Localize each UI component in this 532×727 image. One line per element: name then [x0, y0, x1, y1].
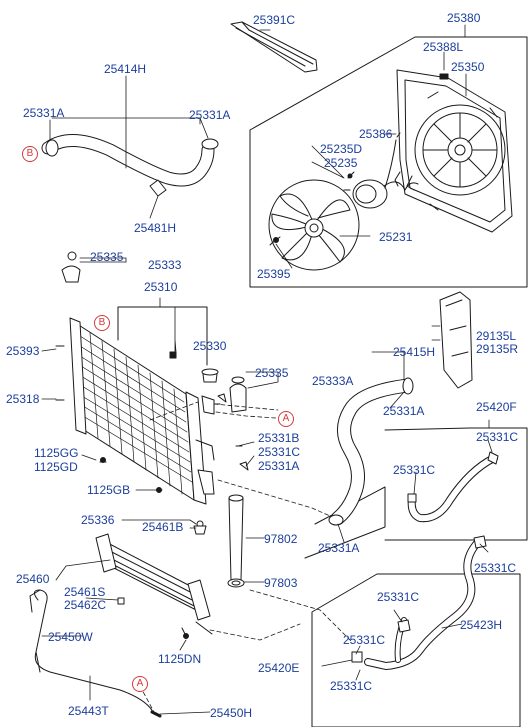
- motor-icon: [269, 132, 419, 246]
- oil-hose-f-part: [407, 451, 499, 523]
- part-label-25350: 25350: [451, 60, 485, 74]
- oil-hose-box-e: [311, 573, 521, 727]
- part-label-25481h: 25481H: [134, 221, 177, 235]
- part-label-25331c-e2: 25331C: [377, 590, 420, 604]
- part-label-25388l: 25388L: [423, 40, 464, 54]
- part-label-25414h: 25414H: [104, 62, 147, 76]
- part-label-25335-mid: 25335: [255, 366, 289, 380]
- part-label-25331c-f1: 25331C: [258, 445, 301, 459]
- reference-dash-lines: [139, 401, 353, 713]
- part-label-1125gd: 1125GD: [34, 460, 78, 474]
- cooler-icon: [95, 520, 213, 639]
- fan-icon: [268, 179, 360, 271]
- part-label-25333a: 25333A: [312, 374, 354, 388]
- part-label-25450h: 25450H: [210, 706, 253, 720]
- part-label-25461b: 25461B: [142, 520, 184, 534]
- part-label-25462c: 25462C: [64, 598, 107, 612]
- part-label-25330: 25330: [193, 339, 227, 353]
- part-label-25380: 25380: [447, 11, 481, 25]
- reference-marker-a-right: A: [278, 411, 294, 427]
- part-label-25235d: 25235D: [320, 142, 363, 156]
- part-label-25386: 25386: [359, 127, 393, 141]
- part-label-25461s: 25461S: [64, 585, 106, 599]
- part-label-25420e: 25420E: [258, 661, 300, 675]
- part-label-25310: 25310: [144, 280, 178, 294]
- part-label-25331a-hose: 25331A: [383, 404, 425, 418]
- cap-and-reservoir-part: [201, 368, 249, 471]
- part-label-25331c-e1: 25331C: [474, 561, 517, 575]
- part-label-25393: 25393: [6, 344, 40, 358]
- oil-hose-e-part: [351, 535, 487, 670]
- part-label-1125gb: 1125GB: [87, 483, 131, 497]
- radiator-group-box: [117, 306, 208, 366]
- part-label-25235: 25235: [324, 156, 358, 170]
- part-label-25395: 25395: [257, 267, 291, 281]
- part-label-25331a-right: 25331A: [189, 108, 231, 122]
- part-label-25331c-clamp: 25331C: [476, 430, 519, 444]
- part-label-25333: 25333: [148, 258, 182, 272]
- part-label-25450w: 25450W: [48, 630, 93, 644]
- filler-pipe-part: [227, 494, 245, 588]
- part-label-25415h: 25415H: [393, 345, 436, 359]
- air-guide-part: [230, 21, 318, 73]
- left-hoses-part: [29, 589, 162, 718]
- part-label-25331a-low: 25331A: [258, 459, 300, 473]
- lower-hose-part: [328, 377, 414, 526]
- part-label-25391c: 25391C: [253, 13, 296, 27]
- reference-marker-a-bottom: A: [132, 676, 148, 692]
- part-label-25318: 25318: [6, 392, 40, 406]
- part-label-25331b: 25331B: [258, 431, 300, 445]
- part-label-97803: 97803: [264, 576, 298, 590]
- part-label-25460: 25460: [16, 572, 50, 586]
- reference-marker-b-hose: B: [22, 146, 38, 162]
- part-label-25331a-bottom: 25331A: [318, 541, 360, 555]
- part-label-25423h: 25423H: [460, 618, 503, 632]
- part-label-25331a-left: 25331A: [23, 106, 65, 120]
- part-label-1125dn: 1125DN: [158, 652, 202, 666]
- radiator-icon: [55, 251, 221, 505]
- upper-hose-part: [41, 133, 219, 197]
- part-label-25443t: 25443T: [68, 704, 109, 718]
- part-label-25331c-e3: 25331C: [343, 633, 386, 647]
- part-label-25335-top: 25335: [90, 250, 124, 264]
- part-label-25336: 25336: [81, 513, 115, 527]
- oil-hose-box-f: [384, 427, 528, 541]
- reference-marker-b-radiator: B: [94, 315, 110, 331]
- part-label-97802: 97802: [264, 532, 298, 546]
- part-label-29135r: 29135R: [476, 342, 519, 356]
- side-seal-part: [439, 291, 473, 389]
- part-label-25231: 25231: [379, 230, 413, 244]
- part-label-25420f: 25420F: [476, 400, 517, 414]
- part-label-25331c-f2: 25331C: [393, 463, 436, 477]
- leader-lines: [41, 24, 493, 715]
- part-label-29135l: 29135L: [476, 329, 517, 343]
- shroud-icon: [394, 69, 513, 233]
- fan-group-box: [249, 36, 528, 288]
- part-label-1125gg: 1125GG: [34, 446, 79, 460]
- part-label-25331c-e4: 25331C: [330, 679, 373, 693]
